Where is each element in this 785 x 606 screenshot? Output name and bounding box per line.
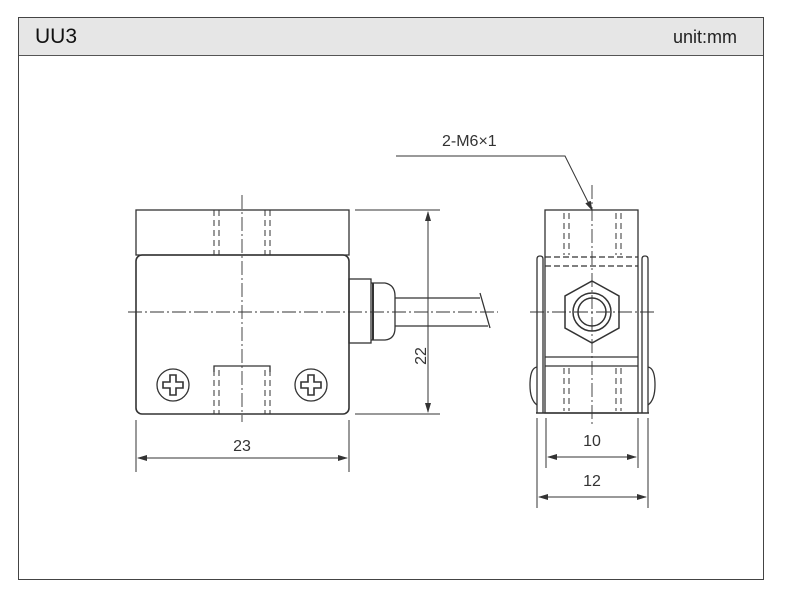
side-plate-left xyxy=(536,255,544,413)
bump-left xyxy=(529,366,538,406)
thread-callout: 2-M6×1 xyxy=(442,133,497,150)
thread-leader xyxy=(396,155,593,211)
dimension-outer-depth: 12 xyxy=(583,473,601,490)
title-bar: UU3 unit:mm xyxy=(19,18,763,56)
dimension-height: 22 xyxy=(413,347,430,365)
dimension-inner-depth: 10 xyxy=(583,433,601,450)
side-plate-right xyxy=(641,255,649,413)
gland-cap xyxy=(371,282,396,341)
cable-gland xyxy=(348,278,372,344)
top-block xyxy=(135,209,350,256)
front-view xyxy=(128,195,498,472)
screw-icon xyxy=(294,368,328,402)
body xyxy=(135,254,350,415)
unit-label: unit:mm xyxy=(672,27,737,47)
model-title: UU3 xyxy=(35,25,78,48)
drawing-frame: UU3 unit:mm xyxy=(18,17,764,580)
screw-icon xyxy=(156,368,190,402)
hidden-holes-top xyxy=(213,210,271,414)
dimension-width: 23 xyxy=(233,438,251,455)
bump-right xyxy=(647,366,656,406)
centerlines xyxy=(128,195,498,422)
side-view xyxy=(396,155,656,508)
